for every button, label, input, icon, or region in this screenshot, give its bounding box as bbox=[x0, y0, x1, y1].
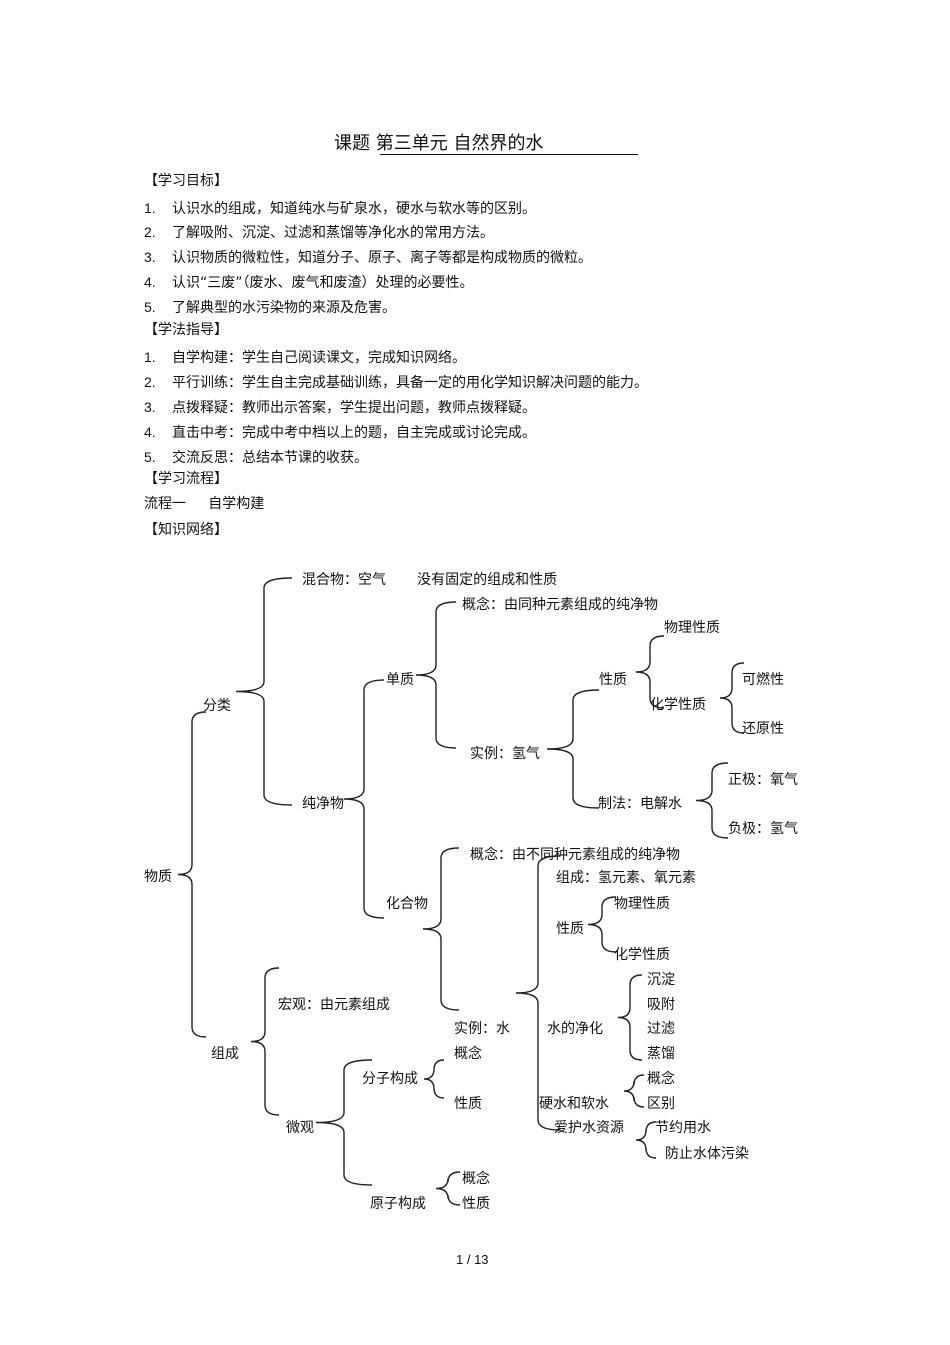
node-atom: 原子构成 bbox=[370, 1196, 426, 1212]
node-h2-chemical: 化学性质 bbox=[650, 697, 706, 713]
page-number: 1 / 13 bbox=[456, 1252, 489, 1267]
brace-line bbox=[415, 601, 457, 749]
node-purify-item: 蒸馏 bbox=[647, 1046, 675, 1062]
brace-line bbox=[546, 689, 600, 809]
brace-line bbox=[617, 974, 643, 1061]
brace-line bbox=[423, 1059, 445, 1099]
node-purify-item: 吸附 bbox=[647, 997, 675, 1013]
node-molecule-item: 性质 bbox=[454, 1096, 482, 1112]
node-anode: 正极：氧气 bbox=[728, 772, 798, 788]
node-water-props: 性质 bbox=[556, 921, 584, 937]
brace-line bbox=[623, 1074, 645, 1108]
brace-line bbox=[719, 662, 745, 734]
node-atom-item: 性质 bbox=[462, 1196, 490, 1212]
brace-line bbox=[435, 1171, 461, 1206]
goals-heading: 【学习目标】 bbox=[144, 173, 228, 189]
flow-heading: 【学习流程】 bbox=[144, 471, 228, 487]
node-hard-soft: 硬水和软水 bbox=[539, 1096, 609, 1112]
brace-line bbox=[343, 679, 385, 919]
list-item: 4.认识“三废”（废水、废气和废渣）处理的必要性。 bbox=[144, 274, 474, 291]
node-purify-item: 沉淀 bbox=[647, 972, 675, 988]
node-classify: 分类 bbox=[203, 698, 231, 714]
node-mixture: 混合物：空气 没有固定的组成和性质 bbox=[302, 572, 558, 588]
node-h2-reducing: 还原性 bbox=[742, 721, 784, 737]
brace-line bbox=[422, 847, 460, 1011]
node-protect-item: 节约用水 bbox=[655, 1120, 711, 1136]
node-compound-concept: 概念：由不同种元素组成的纯净物 bbox=[470, 847, 680, 863]
node-element-example: 实例：氢气 bbox=[470, 746, 540, 762]
node-compound-example: 实例：水 bbox=[454, 1021, 510, 1037]
list-item: 3.认识物质的微粒性，知道分子、原子、离子等都是构成物质的微粒。 bbox=[144, 249, 592, 266]
node-hard-soft-item: 概念 bbox=[647, 1071, 675, 1087]
node-atom-item: 概念 bbox=[462, 1171, 490, 1187]
list-item: 5.交流反思：总结本节课的收获。 bbox=[144, 449, 368, 466]
list-item: 3.点拨释疑：教师出示答案，学生提出问题，教师点拨释疑。 bbox=[144, 399, 536, 416]
brace-line bbox=[635, 635, 665, 709]
node-root: 物质 bbox=[144, 869, 172, 885]
node-h2-flammable: 可燃性 bbox=[742, 672, 784, 688]
node-pure: 纯净物 bbox=[302, 796, 344, 812]
node-molecule: 分子构成 bbox=[362, 1071, 418, 1087]
flow-step: 流程一 自学构建 bbox=[144, 496, 265, 512]
node-water-physical: 物理性质 bbox=[614, 896, 670, 912]
node-hard-soft-item: 区别 bbox=[647, 1096, 675, 1112]
brace-line bbox=[250, 967, 280, 1116]
network-heading: 【知识网络】 bbox=[144, 522, 228, 538]
node-macro: 宏观：由元素组成 bbox=[278, 997, 390, 1013]
node-molecule-item: 概念 bbox=[454, 1046, 482, 1062]
node-element-concept: 概念：由同种元素组成的纯净物 bbox=[462, 597, 658, 613]
brace-line bbox=[177, 711, 207, 1038]
node-cathode: 负极：氢气 bbox=[728, 821, 798, 837]
brace-line bbox=[695, 762, 729, 839]
node-compound: 化合物 bbox=[386, 896, 428, 912]
node-element: 单质 bbox=[386, 672, 414, 688]
brace-line bbox=[587, 896, 617, 953]
list-item: 1.自学构建：学生自己阅读课文，完成知识网络。 bbox=[144, 349, 466, 366]
list-item: 5.了解典型的水污染物的来源及危害。 bbox=[144, 299, 396, 316]
list-item: 1.认识水的组成，知道纯水与矿泉水，硬水与软水等的区别。 bbox=[144, 200, 536, 217]
node-composition: 组成 bbox=[211, 1046, 239, 1062]
node-micro: 微观 bbox=[286, 1120, 314, 1136]
node-h2-prep: 制法：电解水 bbox=[598, 796, 682, 812]
title-underline bbox=[380, 154, 638, 155]
node-h2-physical: 物理性质 bbox=[664, 620, 720, 636]
node-water-comp: 组成：氢元素、氧元素 bbox=[556, 870, 696, 886]
brace-line bbox=[315, 1059, 373, 1186]
list-item: 2.平行训练：学生自主完成基础训练，具备一定的用化学知识解决问题的能力。 bbox=[144, 374, 648, 391]
node-purify: 水的净化 bbox=[547, 1021, 603, 1037]
page-title: 课题 第三单元 自然界的水 bbox=[334, 133, 544, 154]
node-protect: 爱护水资源 bbox=[554, 1120, 624, 1136]
node-protect-item: 防止水体污染 bbox=[665, 1146, 749, 1162]
list-item: 4.直击中考：完成中考中档以上的题，自主完成或讨论完成。 bbox=[144, 424, 536, 441]
node-purify-item: 过滤 bbox=[647, 1021, 675, 1037]
node-water-chemical: 化学性质 bbox=[614, 947, 670, 963]
brace-line bbox=[635, 1121, 657, 1159]
brace-line bbox=[515, 855, 561, 1131]
methods-heading: 【学法指导】 bbox=[144, 322, 228, 338]
node-h2-props: 性质 bbox=[599, 672, 627, 688]
list-item: 2.了解吸附、沉淀、过滤和蒸馏等净化水的常用方法。 bbox=[144, 224, 494, 241]
brace-line bbox=[235, 577, 293, 806]
